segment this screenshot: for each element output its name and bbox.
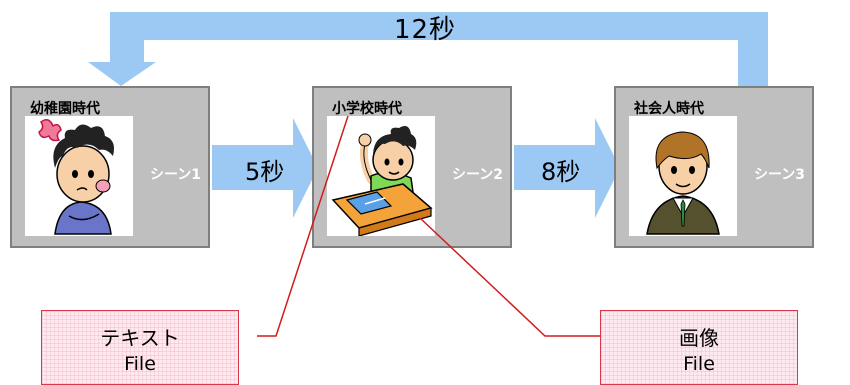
scene-2-box: 小学校時代 シーン2 <box>312 86 512 248</box>
text-file-box: テキスト File <box>41 310 239 385</box>
scene-3-title: 社会人時代 <box>634 101 704 117</box>
transition-arrow-1 <box>212 118 318 218</box>
scene-1-box: 幼稚園時代 シーン1 <box>10 86 210 248</box>
text-file-connector <box>257 115 349 337</box>
kindergartner-illustration <box>25 116 133 236</box>
transition-1-duration: 5秒 <box>245 158 285 186</box>
text-file-subtitle: File <box>124 353 156 375</box>
scene-2-label: シーン2 <box>452 167 504 183</box>
student-at-desk-illustration <box>327 116 435 237</box>
scene-2-title: 小学校時代 <box>332 101 402 117</box>
loop-arrow <box>88 12 768 88</box>
transition-arrow-2 <box>514 118 620 218</box>
scene-3-label: シーン3 <box>754 167 806 183</box>
image-file-subtitle: File <box>683 353 715 375</box>
scene-1-title: 幼稚園時代 <box>30 101 100 117</box>
scene-3-box: 社会人時代 シーン3 <box>614 86 814 248</box>
scene-1-label: シーン1 <box>150 167 202 183</box>
transition-2-duration: 8秒 <box>541 158 581 186</box>
image-file-connector <box>419 217 600 337</box>
image-file-box: 画像 File <box>600 310 798 385</box>
office-worker-illustration <box>629 116 737 236</box>
loop-duration-label: 12秒 <box>393 15 457 45</box>
text-file-title: テキスト <box>100 326 180 350</box>
image-file-title: 画像 <box>679 326 719 350</box>
